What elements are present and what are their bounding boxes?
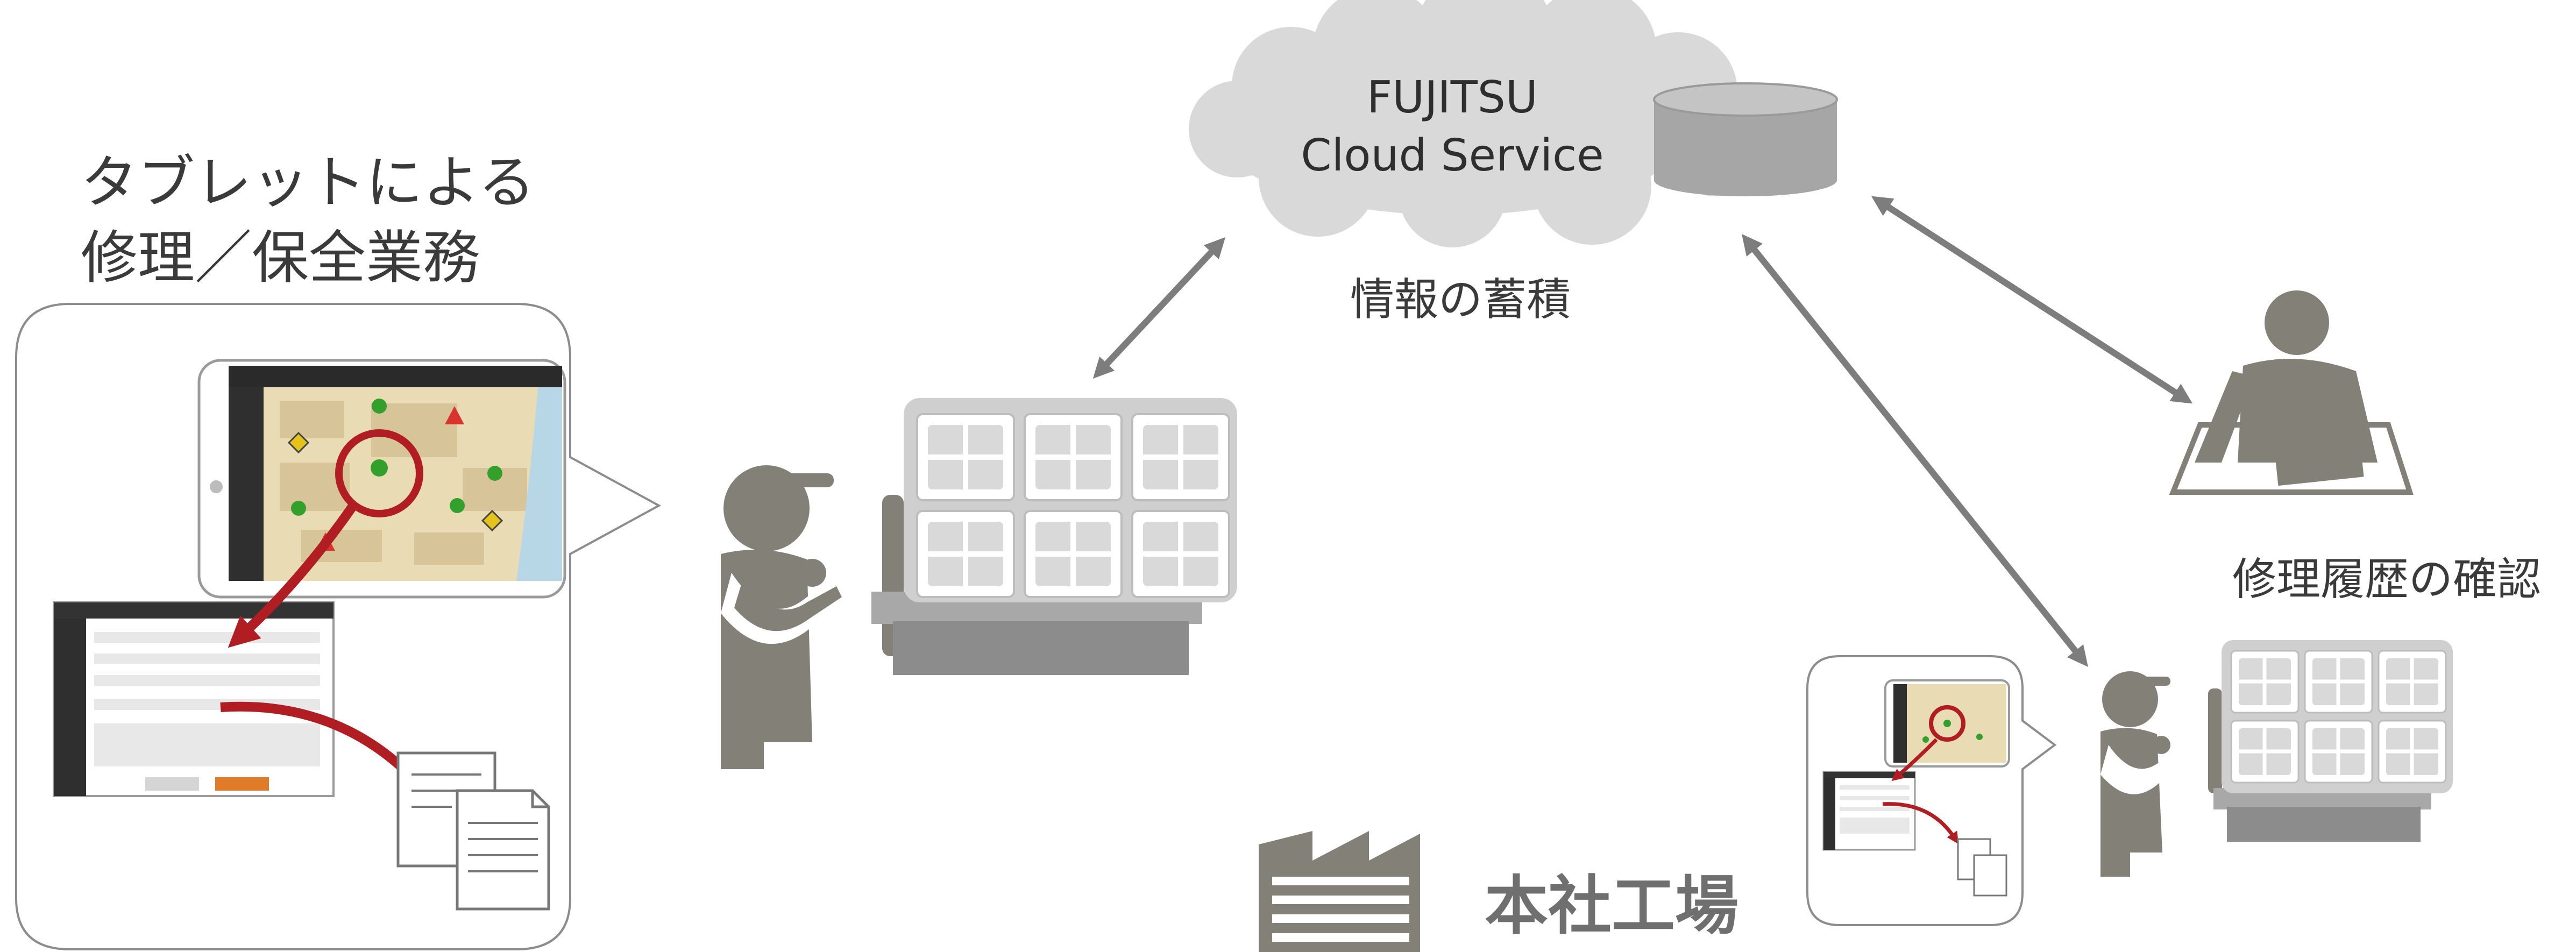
sync-arrows [1092, 196, 2193, 667]
tablet-work-label: タブレットによる 修理／保全業務 [81, 145, 535, 296]
database-icon [1653, 82, 1838, 196]
tablet-work-line1: タブレットによる [81, 150, 535, 216]
form-screen-icon [53, 601, 335, 797]
factory-icon [1259, 831, 1420, 952]
small-tablet-panel [1806, 655, 2057, 926]
tablet-work-line2: 修理／保全業務 [81, 225, 480, 291]
cloud-service-label: FUJITSU Cloud Service [1221, 69, 1684, 185]
accumulation-label: 情報の蓄積 [1350, 274, 1571, 325]
cloud-line2: Cloud Service [1301, 130, 1604, 181]
office-person-icon [2169, 290, 2414, 495]
worker-icon-2 [2100, 671, 2222, 877]
tablet-icon [197, 359, 566, 599]
factory-label: 本社工場 [1485, 869, 1739, 943]
worker-icon [721, 465, 904, 769]
machine-icon [871, 398, 1237, 675]
history-check-label: 修理履歴の確認 [2232, 554, 2542, 605]
machine-icon-2 [2213, 640, 2453, 842]
arrow-cloud-worker [1092, 237, 1226, 379]
arrow-cloud-office [1871, 196, 2193, 404]
arrow-cloud-worker2 [1742, 234, 2088, 667]
cloud-line1: FUJITSU [1367, 72, 1538, 123]
document-icon [396, 751, 550, 911]
